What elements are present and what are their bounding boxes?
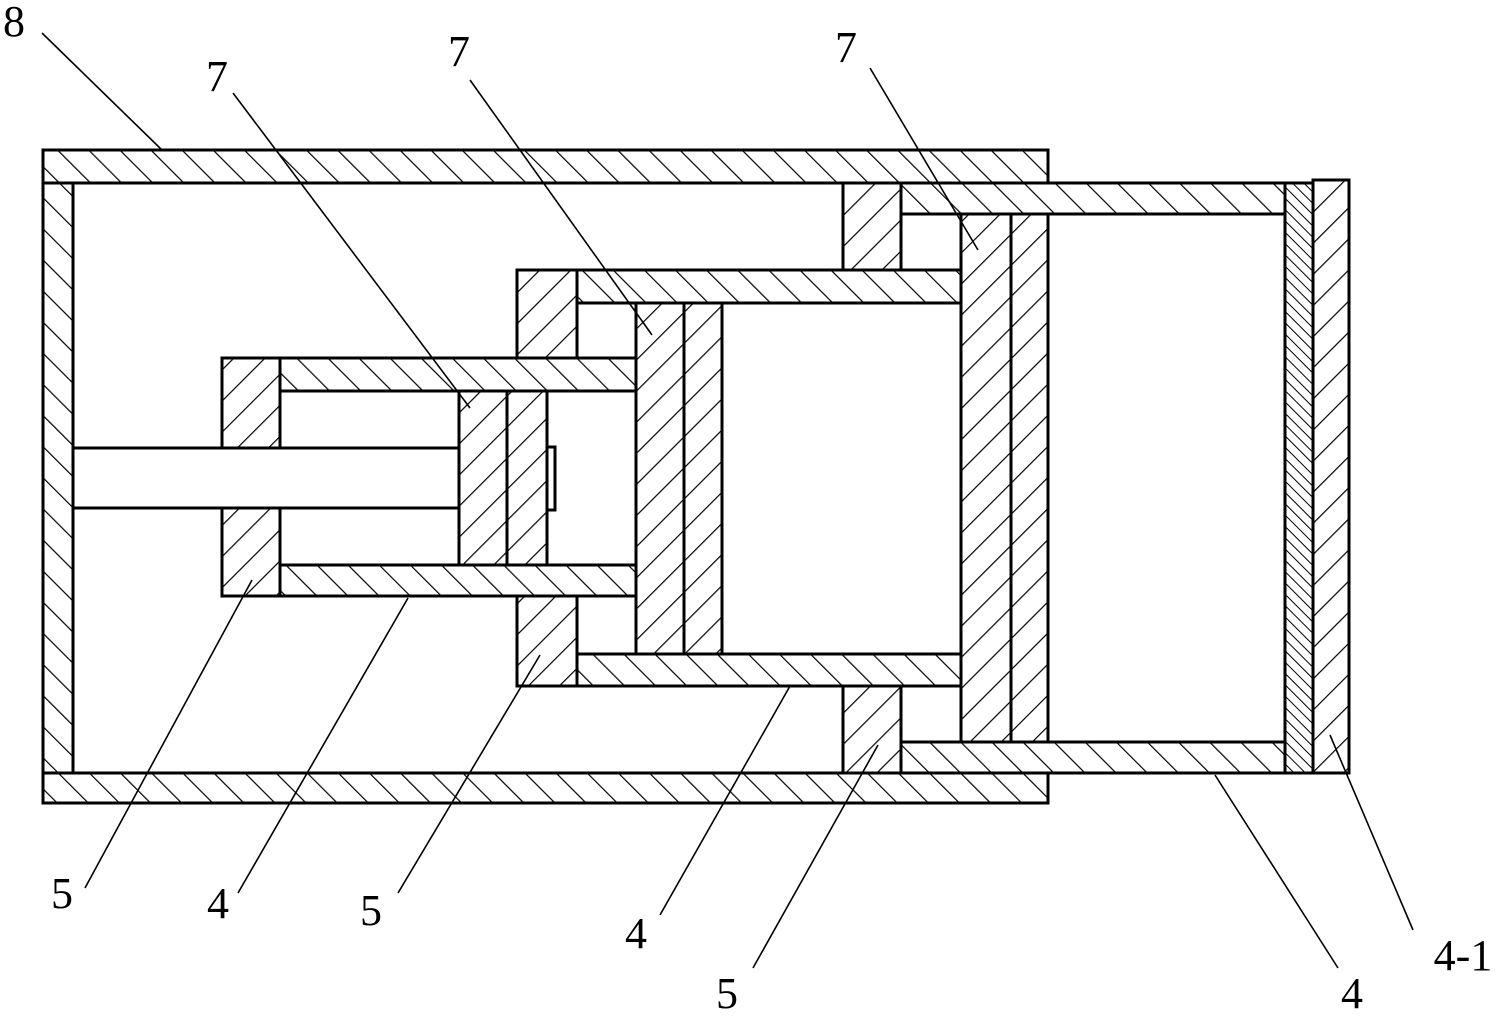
label-tube-b: 4 <box>625 909 647 958</box>
outer-stage <box>841 178 1351 775</box>
leader-tube-c <box>1214 774 1339 969</box>
outer-seal-bottom <box>841 684 903 775</box>
inner-tube-top-wall <box>278 356 638 393</box>
middle-tube-bottom-wall <box>575 652 963 688</box>
inner-seal-top <box>220 356 282 450</box>
leader-seal-a <box>84 579 253 889</box>
label-piston-b: 7 <box>448 27 470 76</box>
part-labels: 8 7 7 7 5 4 5 4 5 4 4-1 <box>3 0 1492 1016</box>
middle-seal-top <box>515 268 579 360</box>
leader-piston-b <box>469 79 653 336</box>
housing-left-wall <box>41 181 75 775</box>
outer-seal-top <box>841 181 903 272</box>
outer-housing <box>41 148 1050 805</box>
label-piston-a: 7 <box>206 52 228 101</box>
label-seal-a: 5 <box>51 869 73 918</box>
outer-tube-top-wall <box>899 181 1287 216</box>
label-housing: 8 <box>3 0 25 46</box>
housing-top-wall <box>41 148 1050 185</box>
housing-bottom-wall <box>41 771 1050 805</box>
label-seal-b: 5 <box>360 886 382 935</box>
leader-seal-c <box>752 744 879 969</box>
inner-seal-bottom <box>220 506 282 598</box>
leader-lines <box>41 32 1414 969</box>
middle-piston <box>634 301 686 656</box>
outer-piston <box>959 212 1013 744</box>
outer-piston-ring <box>1009 212 1050 744</box>
leader-tube-a <box>237 597 409 894</box>
inner-stage <box>220 356 638 598</box>
middle-tube-top-wall <box>575 268 963 305</box>
leader-tube-b <box>659 685 791 916</box>
inner-piston <box>457 389 509 567</box>
label-tube-a: 4 <box>207 879 229 928</box>
label-seal-c: 5 <box>716 969 738 1016</box>
middle-seal-bottom <box>515 594 579 688</box>
leader-housing <box>41 32 163 151</box>
inner-piston-ring <box>505 389 549 567</box>
leader-end-plate <box>1329 734 1414 931</box>
inner-tube-bottom-wall <box>278 563 638 598</box>
inner-piston-cap <box>545 445 557 512</box>
outer-tube-bottom-wall <box>899 740 1287 775</box>
piston-rod <box>71 446 461 510</box>
leader-seal-b <box>397 654 541 894</box>
middle-piston-ring <box>682 301 724 656</box>
end-plate <box>1311 178 1351 775</box>
leader-piston-a <box>232 92 471 409</box>
label-tube-c: 4 <box>1341 969 1363 1016</box>
end-plate-liner <box>1283 181 1315 775</box>
label-end-plate: 4-1 <box>1434 931 1493 980</box>
middle-stage <box>515 268 963 688</box>
label-piston-c: 7 <box>835 23 857 72</box>
leader-piston-c <box>869 67 979 251</box>
